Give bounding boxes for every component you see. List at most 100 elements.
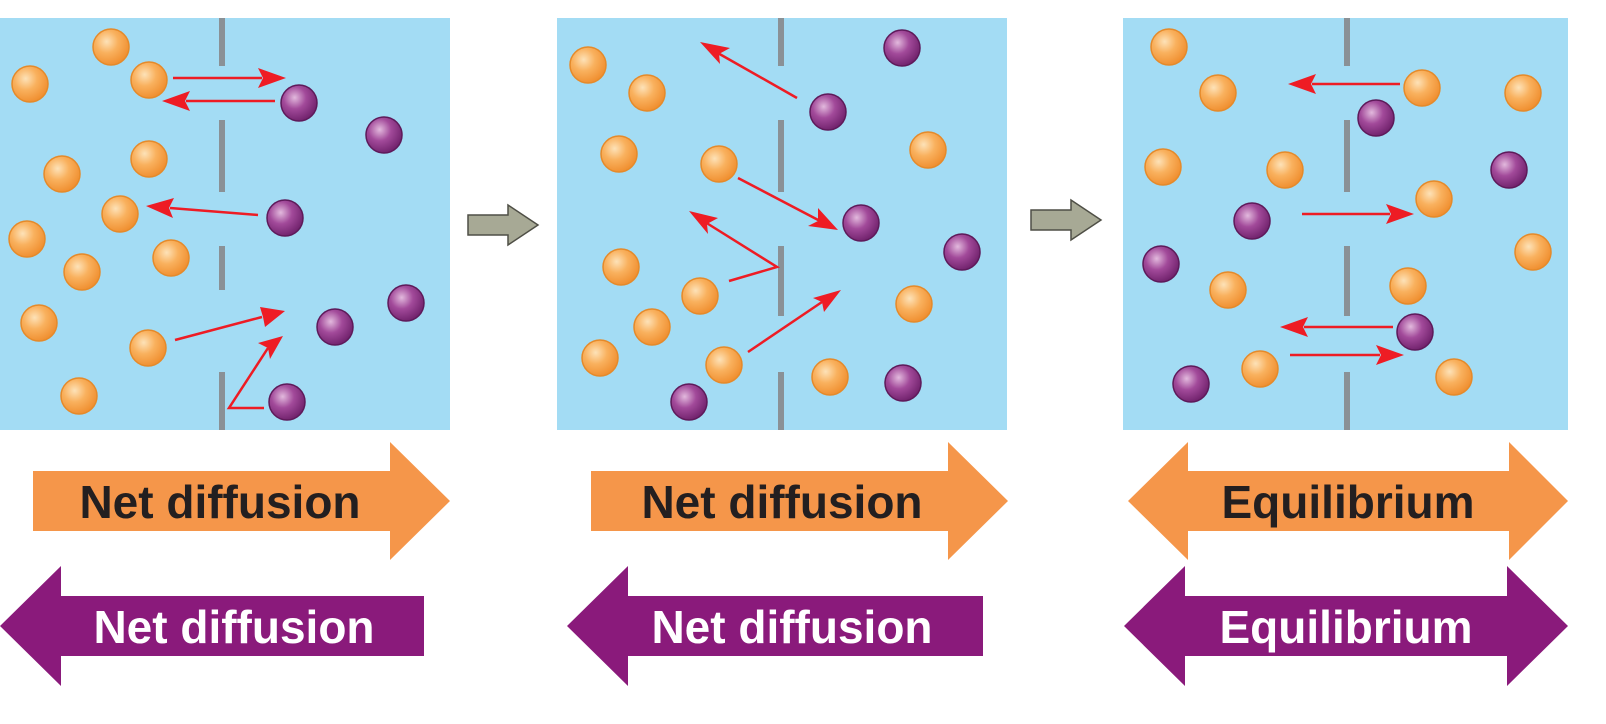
motion-arrow-icon	[162, 91, 190, 111]
orange-particle-icon	[43, 155, 81, 193]
stage-2-orange-label: Net diffusion	[641, 476, 922, 528]
orange-particle-icon	[130, 61, 168, 99]
orange-particle-icon	[1415, 180, 1453, 218]
orange-particle-icon	[1241, 350, 1279, 388]
orange-particle-icon	[1199, 74, 1237, 112]
orange-particle-icon	[1403, 69, 1441, 107]
purple-particle-icon	[280, 84, 318, 122]
orange-particle-icon	[581, 339, 619, 377]
motion-arrow-icon	[146, 198, 174, 218]
orange-particle-icon	[92, 28, 130, 66]
solution-panel	[557, 18, 1007, 430]
orange-particle-icon	[1150, 28, 1188, 66]
orange-particle-icon	[569, 46, 607, 84]
orange-particle-icon	[1389, 267, 1427, 305]
purple-particle-icon	[1357, 99, 1395, 137]
motion-arrow-icon	[260, 307, 285, 327]
orange-particle-icon	[20, 304, 58, 342]
motion-arrows	[1290, 82, 1400, 357]
purple-particle-icon	[842, 204, 880, 242]
purple-particle-icon	[809, 93, 847, 131]
motion-arrow-heads	[146, 68, 286, 359]
motion-arrow-icon	[700, 42, 730, 64]
orange-particle-icon	[681, 277, 719, 315]
purple-particle-icon	[1490, 151, 1528, 189]
motion-arrow-icon	[1280, 317, 1308, 337]
orange-particle-icon	[11, 65, 49, 103]
orange-particle-icon	[1435, 358, 1473, 396]
orange-particle-icon	[1504, 74, 1542, 112]
orange-particle-icon	[152, 239, 190, 277]
purple-particles	[1142, 99, 1528, 403]
orange-particle-icon	[1209, 271, 1247, 309]
orange-equilibrium-arrow	[1128, 442, 1568, 560]
purple-particles	[266, 84, 425, 421]
stage-panel-1	[0, 18, 450, 430]
orange-particle-icon	[633, 308, 671, 346]
purple-particle-icon	[1142, 245, 1180, 283]
orange-particle-icon	[63, 253, 101, 291]
orange-net-diffusion-arrow-2	[591, 442, 1008, 560]
orange-particle-icon	[700, 145, 738, 183]
motion-arrow-icon	[1386, 204, 1414, 224]
purple-net-diffusion-arrow-1	[0, 566, 424, 686]
purple-particle-icon	[365, 116, 403, 154]
orange-particle-icon	[1144, 148, 1182, 186]
stage-panel-2	[557, 18, 1007, 430]
orange-particle-icon	[705, 346, 743, 384]
purple-particles	[670, 29, 981, 421]
purple-particle-icon	[316, 308, 354, 346]
orange-particle-icon	[129, 329, 167, 367]
stage-3-orange-label: Equilibrium	[1222, 476, 1475, 528]
stage-2-purple-label: Net diffusion	[651, 601, 932, 653]
orange-particle-icon	[628, 74, 666, 112]
purple-net-diffusion-arrow-2	[567, 566, 983, 686]
orange-particles	[8, 28, 190, 415]
purple-particle-icon	[884, 364, 922, 402]
purple-particle-icon	[943, 233, 981, 271]
purple-equilibrium-arrow	[1124, 566, 1568, 686]
motion-arrow-icon	[1376, 345, 1404, 365]
motion-arrows	[169, 76, 275, 410]
motion-arrow-icon	[813, 290, 841, 312]
orange-particle-icon	[101, 195, 139, 233]
purple-particle-icon	[387, 284, 425, 322]
orange-particles	[569, 46, 947, 396]
motion-arrows	[704, 50, 823, 354]
orange-particle-icon	[130, 140, 168, 178]
stage-3-purple-label: Equilibrium	[1220, 601, 1473, 653]
solution-panel	[0, 18, 450, 430]
orange-particle-icon	[602, 248, 640, 286]
motion-arrow-icon	[689, 211, 718, 234]
motion-arrow-heads	[689, 42, 841, 312]
purple-particle-icon	[1233, 202, 1271, 240]
motion-arrow-icon	[808, 208, 838, 230]
orange-particle-icon	[1266, 151, 1304, 189]
purple-particle-icon	[670, 383, 708, 421]
stage-panel-3	[1123, 18, 1568, 430]
step-arrow-icon	[1030, 198, 1103, 242]
motion-arrow-icon	[258, 336, 283, 359]
solution-panel	[1123, 18, 1568, 430]
purple-particle-icon	[266, 199, 304, 237]
orange-particle-icon	[895, 285, 933, 323]
motion-arrow-icon	[1288, 74, 1316, 94]
stage-1-orange-label: Net diffusion	[79, 476, 360, 528]
purple-particle-icon	[1396, 313, 1434, 351]
orange-net-diffusion-arrow-1	[33, 442, 450, 560]
orange-particle-icon	[600, 135, 638, 173]
motion-arrow-heads	[1280, 74, 1414, 365]
purple-particle-icon	[883, 29, 921, 67]
orange-particles	[1144, 28, 1552, 396]
orange-particle-icon	[8, 220, 46, 258]
orange-particle-icon	[811, 358, 849, 396]
orange-particle-icon	[909, 131, 947, 169]
orange-particle-icon	[60, 377, 98, 415]
purple-particle-icon	[268, 383, 306, 421]
step-arrow-icon	[467, 203, 540, 247]
motion-arrow-icon	[258, 68, 286, 88]
purple-particle-icon	[1172, 365, 1210, 403]
stage-1-purple-label: Net diffusion	[93, 601, 374, 653]
orange-particle-icon	[1514, 233, 1552, 271]
